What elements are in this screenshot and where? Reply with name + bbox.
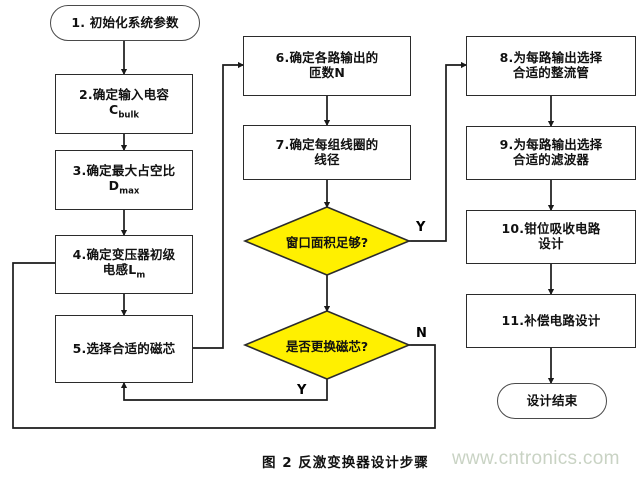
edge-d2-no-to-4 bbox=[12, 259, 436, 429]
node-step-9-line1: 9.为每路输出选择 bbox=[499, 137, 603, 153]
node-step-6-subscript: N bbox=[334, 65, 346, 80]
node-step-5[interactable]: 5.选择合适的磁芯 bbox=[55, 315, 193, 383]
node-step-6[interactable]: 6.确定各路输出的 匝数N bbox=[243, 36, 411, 96]
node-step-6-symbol: 匝数 bbox=[308, 65, 335, 80]
node-step-4-subscript: m bbox=[136, 270, 146, 281]
node-step-2-symbol: C bbox=[108, 101, 119, 117]
node-step-4-line1: 4.确定变压器初级 bbox=[72, 247, 176, 263]
edge-5-to-6 bbox=[193, 61, 245, 349]
node-end[interactable]: 设计结束 bbox=[497, 383, 607, 419]
watermark-text: www.cntronics.com bbox=[452, 448, 620, 469]
node-step-2-line2: Cbulk bbox=[79, 101, 169, 121]
node-step-3-line2: Dmax bbox=[73, 177, 176, 197]
node-decision-change-core[interactable]: 是否更换磁芯? bbox=[245, 311, 409, 379]
node-step-8-line2: 合适的整流管 bbox=[512, 65, 590, 80]
node-step-4-prefix: 电感 bbox=[102, 262, 129, 278]
node-step-11-label: 11.补偿电路设计 bbox=[501, 312, 601, 328]
edge-d2-yes-to-5 bbox=[120, 379, 328, 401]
node-step-9[interactable]: 9.为每路输出选择 合适的滤波器 bbox=[466, 126, 636, 180]
edge-d1-yes-to-8 bbox=[409, 61, 468, 242]
node-step-3-line1: 3.确定最大占空比 bbox=[72, 162, 176, 178]
node-decision-change-core-label: 是否更换磁芯? bbox=[285, 338, 369, 354]
decision-change-core-shape bbox=[242, 310, 412, 380]
node-step-10-line1: 10.钳位吸收电路 bbox=[501, 221, 601, 237]
node-step-2-subscript: bulk bbox=[118, 110, 140, 121]
figure-caption: 图 2 反激变换器设计步骤 bbox=[262, 455, 429, 471]
node-step-7[interactable]: 7.确定每组线圈的 线径 bbox=[243, 125, 411, 180]
node-step-8-line1: 8.为每路输出选择 bbox=[499, 50, 603, 66]
decision-window-area-shape bbox=[242, 206, 412, 276]
branch-label-decision2-no: N bbox=[416, 326, 427, 341]
node-step-3[interactable]: 3.确定最大占空比 Dmax bbox=[55, 150, 193, 210]
branch-label-decision2-yes: Y bbox=[297, 383, 307, 398]
node-step-8[interactable]: 8.为每路输出选择 合适的整流管 bbox=[466, 36, 636, 96]
node-step-4[interactable]: 4.确定变压器初级 电感Lm bbox=[55, 235, 193, 294]
node-end-label: 设计结束 bbox=[526, 392, 578, 408]
node-step-11[interactable]: 11.补偿电路设计 bbox=[466, 294, 636, 348]
node-start-label: 1. 初始化系统参数 bbox=[71, 14, 179, 30]
node-step-7-line1: 7.确定每组线圈的 bbox=[275, 136, 379, 152]
node-start[interactable]: 1. 初始化系统参数 bbox=[50, 5, 200, 41]
node-step-3-subscript: max bbox=[119, 186, 140, 197]
node-step-9-line2: 合适的滤波器 bbox=[512, 152, 590, 167]
node-step-4-symbol: L bbox=[128, 262, 137, 278]
node-step-10[interactable]: 10.钳位吸收电路 设计 bbox=[466, 210, 636, 264]
node-step-2[interactable]: 2.确定输入电容 Cbulk bbox=[55, 74, 193, 134]
node-step-5-label: 5.选择合适的磁芯 bbox=[72, 340, 176, 356]
node-step-10-line2: 设计 bbox=[538, 236, 564, 251]
node-step-6-line1: 6.确定各路输出的 bbox=[275, 50, 379, 66]
node-step-6-line2: 匝数N bbox=[276, 65, 379, 81]
node-step-7-line2: 线径 bbox=[314, 151, 340, 167]
node-step-3-symbol: D bbox=[108, 177, 120, 193]
node-decision-window-area-label: 窗口面积足够? bbox=[285, 234, 369, 250]
branch-label-decision1-yes: Y bbox=[416, 220, 426, 235]
node-step-4-line2: 电感Lm bbox=[73, 262, 176, 281]
node-decision-window-area[interactable]: 窗口面积足够? bbox=[245, 207, 409, 275]
node-step-2-line1: 2.确定输入电容 bbox=[78, 86, 170, 102]
